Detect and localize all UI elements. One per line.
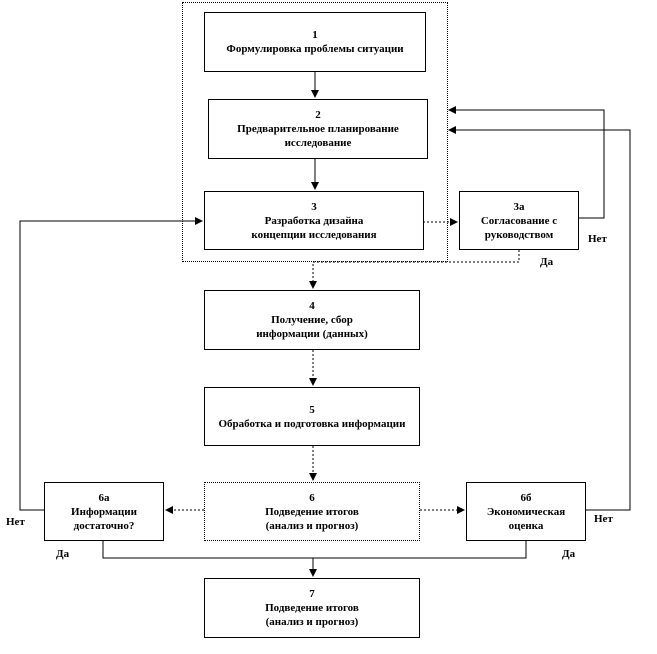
label-6b-no: Нет — [594, 513, 613, 525]
arrow-6b-no-to-2 — [448, 126, 631, 511]
step-4-number: 4 — [309, 300, 315, 312]
step-4-text: Получение, сбор информации (данных) — [256, 314, 368, 340]
arrow-3a-yes-to-4 — [309, 250, 520, 289]
step-6b-box: 6б Экономическая оценка — [466, 482, 586, 541]
step-2-text: Предварительное планирование исследовани… — [237, 123, 399, 149]
step-7-box: 7 Подведение итогов (анализ и прогноз) — [204, 578, 420, 638]
step-6-text: Подведение итогов (анализ и прогноз) — [265, 505, 359, 532]
step-7-text: Подведение итогов (анализ и прогноз) — [265, 602, 359, 628]
step-1-number: 1 — [312, 29, 318, 41]
step-1-text: Формулировка проблемы ситуации — [226, 43, 404, 55]
step-3a-box: 3а Согласование с руководством — [459, 191, 579, 250]
step-3a-number: 3а — [513, 200, 525, 213]
step-6-box: 6 Подведение итогов (анализ и прогноз) — [204, 482, 420, 541]
step-2-box: 2 Предварительное планирование исследова… — [208, 99, 428, 159]
step-3-box: 3 Разработка дизайна концепции исследова… — [204, 191, 424, 250]
step-6a-box: 6а Информации достаточно? — [44, 482, 164, 541]
step-5-box: 5 Обработка и подготовка информации — [204, 387, 420, 446]
label-3a-yes: Да — [540, 256, 554, 268]
step-2-number: 2 — [315, 109, 321, 121]
step-3-number: 3 — [311, 200, 317, 213]
arrow-3a-no-to-2 — [448, 106, 605, 219]
step-6-number: 6 — [309, 491, 315, 504]
step-6b-number: 6б — [520, 491, 532, 504]
label-6a-no: Нет — [6, 516, 25, 528]
step-7-number: 7 — [309, 588, 315, 600]
step-1-box: 1 Формулировка проблемы ситуации — [204, 12, 426, 72]
step-5-number: 5 — [309, 403, 315, 416]
line-6b-yes — [313, 541, 527, 559]
step-6a-text: Информации достаточно? — [71, 505, 137, 532]
arrow-6a-no-to-3 — [19, 217, 203, 511]
label-6b-yes: Да — [562, 548, 576, 560]
line-6a-yes — [102, 541, 313, 559]
step-3-text: Разработка дизайна концепции исследовани… — [251, 214, 377, 241]
step-6a-number: 6а — [98, 491, 110, 504]
label-6a-yes: Да — [56, 548, 70, 560]
step-3a-text: Согласование с руководством — [480, 214, 558, 241]
label-3a-no: Нет — [588, 233, 607, 245]
step-6b-text: Экономическая оценка — [486, 505, 566, 532]
step-4-box: 4 Получение, сбор информации (данных) — [204, 290, 420, 350]
step-5-text: Обработка и подготовка информации — [218, 417, 406, 430]
